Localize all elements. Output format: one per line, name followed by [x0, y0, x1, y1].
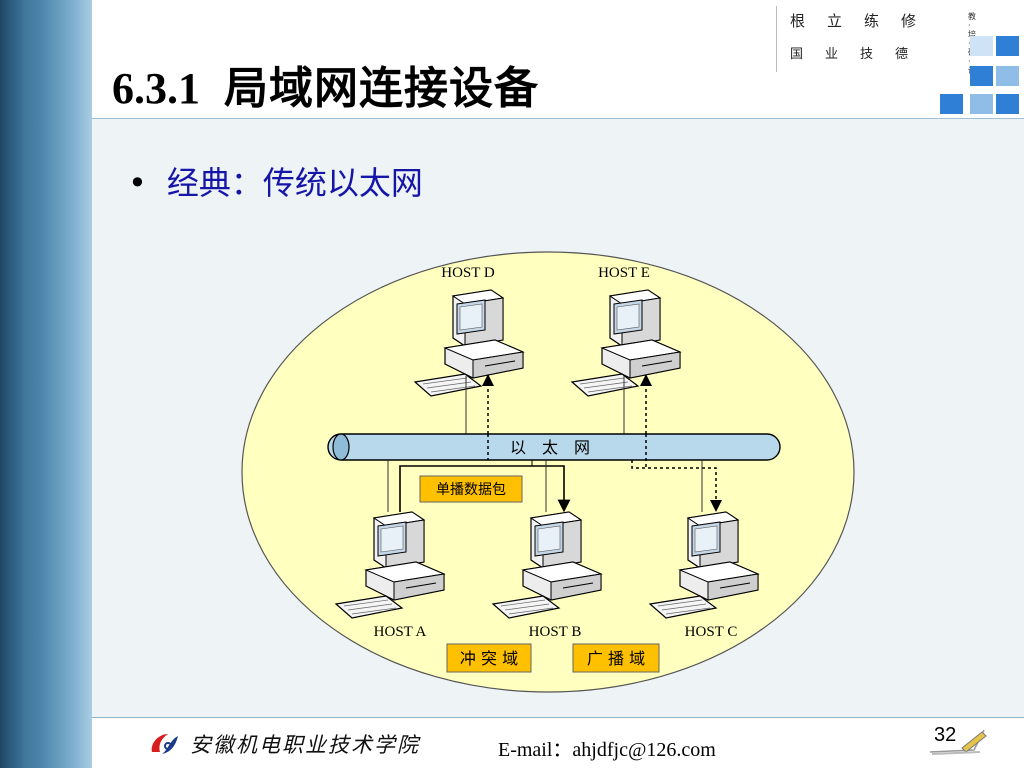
collision-domain-box	[446, 643, 532, 673]
host-d-label: HOST D	[441, 265, 495, 281]
host-b-label: HOST B	[529, 624, 582, 640]
motto-char: 修	[901, 12, 917, 30]
motto-char: 练	[864, 12, 880, 30]
decor-square	[940, 94, 963, 114]
ethernet-bus-label: 以 太 网	[510, 438, 590, 457]
host-c-label: HOST C	[685, 624, 738, 640]
slide-title: 6.3.1 局域网连接设备	[112, 52, 539, 116]
host-e-label: HOST E	[598, 265, 650, 281]
bullet-dot: •	[128, 164, 147, 202]
section-number: 6.3.1	[112, 64, 200, 113]
header-divider	[92, 118, 1024, 119]
footer-area	[92, 718, 1024, 768]
broadcast-arrow-c	[631, 460, 722, 512]
decor-square	[970, 36, 993, 56]
motto-char: 立	[827, 12, 843, 30]
ethernet-diagram: HOST D HOST E 以 太 网 单播数据包 HOST A HOST B …	[241, 251, 855, 693]
page-number: 32	[934, 724, 957, 746]
bullet-text: 经典：传统以太网	[166, 164, 423, 202]
motto-row-2: 国 业 技 德	[790, 43, 970, 62]
left-decor-stripe	[0, 0, 22, 768]
left-decor-bar	[0, 0, 92, 768]
host-a-label: HOST A	[374, 624, 427, 640]
ethernet-bus-end	[332, 433, 350, 461]
blue-squares-decor	[940, 36, 1024, 116]
motto-char: 德	[895, 47, 909, 62]
broadcast-domain-box	[572, 643, 660, 673]
header-area	[92, 0, 1024, 118]
decor-square	[996, 94, 1019, 114]
motto-char: 国	[790, 47, 804, 62]
title-text: 局域网连接设备	[224, 63, 539, 114]
footer-email: E-mail：ahjdfjc@126.com	[498, 739, 716, 761]
motto-block: 根 立 练 修 国 业 技 德 教·培·研·训	[790, 10, 976, 75]
collision-domain-label: 冲 突 域	[460, 649, 518, 668]
decor-square	[996, 36, 1019, 56]
decor-square	[996, 66, 1019, 86]
school-name: 安徽机电职业技术学院	[190, 733, 420, 757]
decor-square	[970, 94, 993, 114]
motto-char: 业	[825, 47, 839, 62]
bullet-item: • 经典：传统以太网	[128, 158, 423, 204]
unicast-label-box	[419, 475, 523, 503]
unicast-label: 单播数据包	[436, 482, 506, 498]
motto-char: 技	[860, 47, 874, 62]
motto-char: 根	[790, 12, 806, 30]
unicast-arrow-b	[399, 465, 571, 513]
motto-divider	[776, 6, 777, 72]
motto-row-1: 根 立 练 修	[790, 10, 970, 31]
school-logo-icon	[151, 734, 178, 754]
page-number-decor-icon	[929, 729, 987, 755]
ethernet-bus	[327, 433, 781, 461]
broadcast-domain-label: 广 播 域	[587, 649, 645, 668]
footer-divider	[92, 717, 1024, 718]
decor-square	[970, 66, 993, 86]
